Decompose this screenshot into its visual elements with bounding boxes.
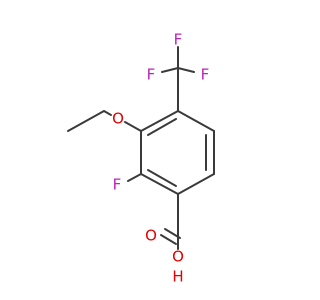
bond-ch2-ch3 [67, 110, 105, 132]
ring-fluorine-label: F [113, 176, 122, 194]
hydroxyl-oxygen-label: O [172, 248, 184, 266]
hydroxyl-hydrogen-label: H [172, 268, 183, 286]
ring-fluorine: F [113, 173, 142, 194]
bond-cf3-f-left [161, 67, 179, 73]
ether-oxygen-label: O [112, 110, 124, 128]
fluorine-right-label: F [201, 66, 210, 84]
bond-ring-f [127, 173, 142, 182]
bond-ring-c6-c1 [140, 110, 179, 132]
bond-ring-inner-c1-c6 [147, 118, 177, 136]
ethoxy-group: O [67, 110, 142, 132]
benzene-ring [140, 110, 215, 195]
bond-ring-c3-c4 [177, 173, 215, 195]
bond-cf3-f-right [177, 67, 195, 73]
molecule-structure: F F F O F O O H [67, 31, 215, 286]
bond-ring-inner-c4-c5 [147, 169, 177, 187]
bond-c-o-double-b [160, 234, 177, 245]
bond-o-ch2 [103, 110, 112, 116]
bond-ring-o-ether [124, 121, 142, 132]
bond-ring-c4-c5 [140, 173, 179, 195]
bond-ring-c1-c2 [177, 110, 215, 132]
carbonyl-oxygen-label: O [145, 227, 157, 245]
trifluoromethyl-group: F F F [147, 31, 210, 112]
fluorine-top-label: F [174, 31, 183, 49]
carboxylic-acid-group: O O H [145, 193, 184, 286]
fluorine-left-label: F [147, 66, 156, 84]
